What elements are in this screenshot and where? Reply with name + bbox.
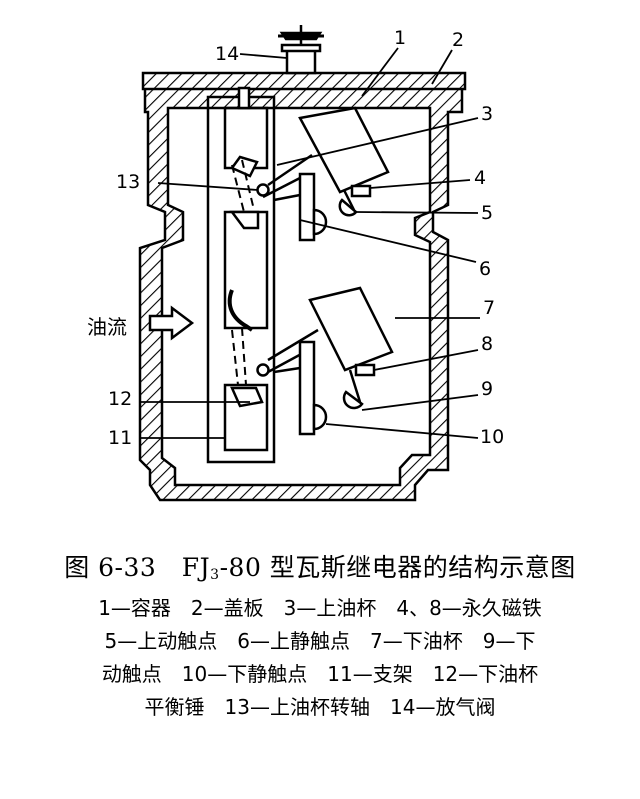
- upper-cup-arm: [262, 153, 313, 199]
- caption-title-prefix: 图 6-33 FJ: [64, 553, 211, 582]
- callout-7: 7: [483, 297, 495, 319]
- callout-9: 9: [481, 378, 493, 400]
- air-release-valve: [278, 25, 324, 75]
- leader-lines: [140, 47, 480, 439]
- callout-14: 14: [215, 43, 239, 65]
- caption-title-suffix: -80 型瓦斯继电器的结构示意图: [219, 553, 576, 582]
- cover-plate: [141, 71, 467, 91]
- oil-flow-arrow: [148, 305, 195, 341]
- callout-12: 12: [108, 388, 132, 410]
- lower-moving-contact: [342, 369, 364, 410]
- caption-title-subscript: 3: [210, 567, 220, 583]
- lower-oil-cup: [308, 286, 394, 372]
- lower-magnet: [354, 363, 376, 377]
- caption-legend-line-4: 平衡锤 13—上油杯转轴 14—放气阀: [144, 695, 496, 719]
- relay-structure-diagram: 油流 1 2 3 4 5 6 7 8 9 10 11 12 13 14: [87, 25, 504, 502]
- motion-dashes: [231, 159, 255, 386]
- caption-legend-line-3: 动触点 10—下静触点 11—支架 12—下油杯: [101, 662, 539, 686]
- upper-stop: [229, 210, 260, 230]
- figure-caption: 图 6-33 FJ3-80 型瓦斯继电器的结构示意图 1—容器 2—盖板 3—上…: [20, 548, 620, 724]
- callout-11: 11: [108, 427, 132, 449]
- callout-5: 5: [481, 202, 493, 224]
- callout-13: 13: [116, 171, 140, 193]
- upper-moving-contact: [338, 189, 358, 217]
- baffle-spring: [227, 289, 254, 332]
- callout-4: 4: [474, 167, 486, 189]
- lower-cup-pivot: [256, 363, 270, 377]
- callout-1: 1: [394, 27, 406, 49]
- container-wall: [138, 83, 464, 502]
- caption-legend-line-1: 1—容器 2—盖板 3—上油杯 4、8—永久磁铁: [98, 596, 542, 620]
- callout-labels: 1 2 3 4 5 6 7 8 9 10 11 12 13 14: [108, 27, 504, 449]
- callout-8: 8: [481, 333, 493, 355]
- lower-static-contact: [273, 340, 328, 436]
- callout-6: 6: [479, 258, 491, 280]
- callout-10: 10: [480, 426, 504, 448]
- oil-flow-label: 油流: [87, 315, 127, 339]
- upper-static-contact: [273, 172, 328, 242]
- upper-magnet: [350, 184, 372, 198]
- lower-counterweight: [230, 386, 264, 408]
- caption-title: 图 6-33 FJ3-80 型瓦斯继电器的结构示意图: [20, 548, 620, 584]
- caption-legend-line-2: 5—上动触点 6—上静触点 7—下油杯 9—下: [104, 629, 536, 653]
- callout-2: 2: [452, 29, 464, 51]
- callout-3: 3: [481, 103, 493, 125]
